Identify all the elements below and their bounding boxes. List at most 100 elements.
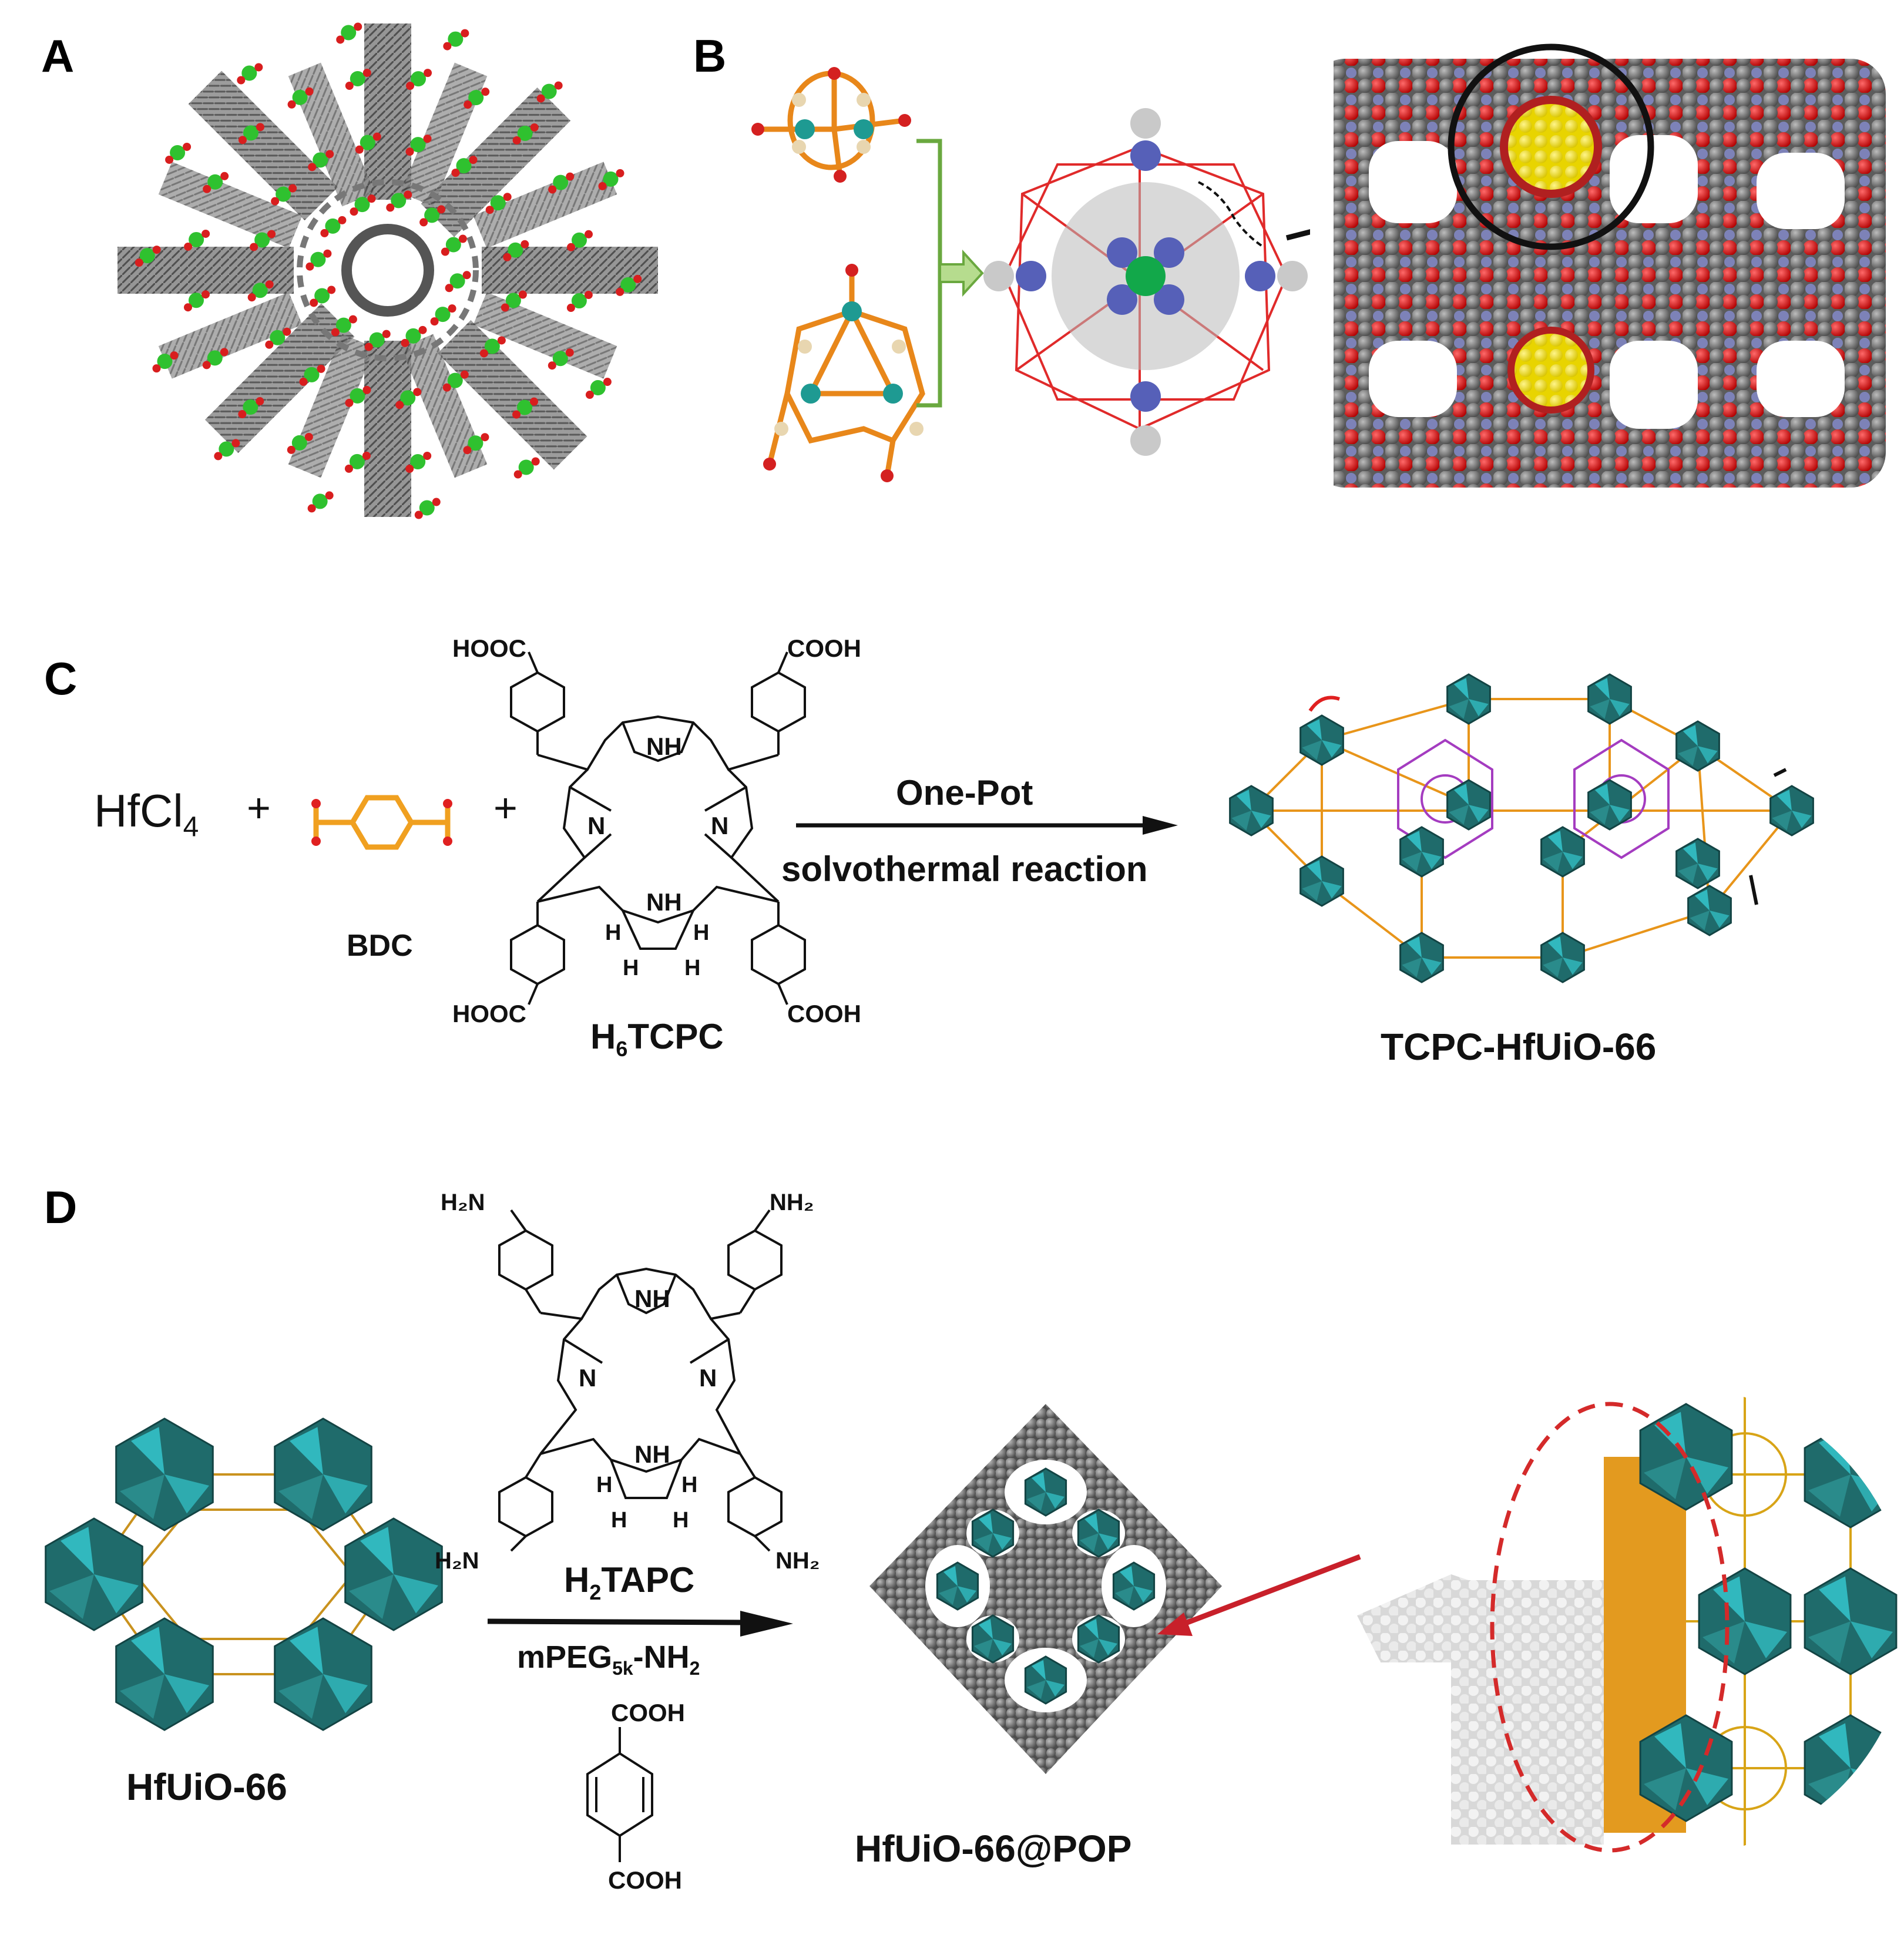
oxygen-atom xyxy=(305,262,314,271)
metal-node-56 xyxy=(419,500,435,516)
panel-b-sbu-clusters xyxy=(751,67,925,482)
metal-node-58 xyxy=(219,441,234,457)
oxygen-atom xyxy=(183,303,192,312)
oxygen-atom xyxy=(355,145,364,154)
tapc-n-left: N xyxy=(579,1364,596,1392)
oxygen-atom xyxy=(362,385,371,394)
metal-node-8 xyxy=(424,207,440,223)
hf-cluster-c-11 xyxy=(1675,720,1720,772)
metal-node-61 xyxy=(170,145,186,160)
metal-node-3 xyxy=(314,288,330,304)
metal-node-47 xyxy=(188,293,204,308)
product-label-d: HfUiO-66@POP xyxy=(855,1828,1132,1870)
tcpc-n-left: N xyxy=(587,812,605,839)
metal-node-27 xyxy=(350,388,365,404)
hf-cluster-pop-7 xyxy=(1077,1614,1120,1664)
hf-cluster-c-10 xyxy=(1540,932,1585,983)
metal-node-51 xyxy=(541,83,557,99)
oxygen-atom xyxy=(367,194,376,203)
oxygen-atom xyxy=(362,68,371,77)
oxygen-atom xyxy=(345,81,354,90)
hf-cluster-pop-0 xyxy=(936,1561,979,1611)
metal-node-22 xyxy=(508,242,523,258)
tcpc-cooh-bottom-right: COOH xyxy=(787,1000,861,1027)
metal-node-41 xyxy=(468,435,483,451)
metal-node-48 xyxy=(241,65,257,81)
tapc-nh-top: NH xyxy=(634,1285,670,1312)
oxygen-atom xyxy=(566,172,575,181)
oxygen-atom xyxy=(184,242,193,251)
tcpc-h-4: H xyxy=(684,956,700,980)
oxygen-atom xyxy=(566,304,575,313)
oxygen-atom xyxy=(308,163,317,172)
tapc-nh-bottom: NH xyxy=(634,1440,670,1468)
metal-node-11 xyxy=(435,307,451,322)
oxygen-atom xyxy=(598,182,607,190)
tcpc-hooc-top-left: HOOC xyxy=(452,634,526,662)
oxygen-atom xyxy=(338,216,347,224)
oxygen-atom xyxy=(430,317,439,326)
metal-node-59 xyxy=(157,354,173,369)
metal-node-28 xyxy=(189,231,204,247)
metal-node-55 xyxy=(518,459,534,475)
metal-node-6 xyxy=(354,197,370,213)
metal-node-10 xyxy=(449,273,465,289)
metal-node-21 xyxy=(490,195,506,211)
oxygen-atom xyxy=(305,87,314,96)
tcpc-h-1: H xyxy=(605,921,621,945)
hf-cluster-d-2 xyxy=(344,1517,443,1631)
hf-cluster-pop-5 xyxy=(1077,1509,1120,1558)
oxygen-atom xyxy=(307,504,316,513)
hfcl4-subscript: 4 xyxy=(183,811,199,843)
h6tcpc-name: TCPC xyxy=(627,1017,724,1056)
metal-node-43 xyxy=(349,453,365,469)
hfuio66-pop-framework xyxy=(869,1404,1222,1774)
oxygen-atom xyxy=(479,349,488,358)
oxygen-atom xyxy=(406,82,415,90)
oxygen-atom xyxy=(220,348,229,357)
oxygen-atom xyxy=(265,280,274,289)
oxygen-atom xyxy=(424,69,432,78)
hfcl4-formula: HfCl4 xyxy=(94,784,199,844)
hfcl4-text: HfCl xyxy=(94,785,183,837)
oxygen-atom xyxy=(152,364,161,373)
oxygen-atom xyxy=(418,325,427,334)
zoom-arrow xyxy=(1157,1554,1361,1636)
hf-cluster-c-1 xyxy=(1299,714,1344,766)
hf-cluster-c-9 xyxy=(1399,932,1444,983)
plus-sign-2: + xyxy=(493,785,518,831)
metal-node-2 xyxy=(335,317,351,333)
metal-node-37 xyxy=(572,232,587,248)
metal-node-24 xyxy=(484,338,500,354)
oxygen-atom xyxy=(530,397,539,406)
metal-node-16 xyxy=(276,186,291,202)
panel-letter-c: C xyxy=(44,653,78,704)
oxygen-atom xyxy=(350,207,358,216)
panel-letter-a: A xyxy=(41,30,75,82)
peg-label: mPEG5k-NH2 xyxy=(517,1639,700,1679)
oxygen-atom xyxy=(372,132,381,141)
hf-cluster-zoom-3 xyxy=(1804,1567,1898,1675)
oxygen-atom xyxy=(464,100,472,109)
oxygen-atom xyxy=(481,433,489,442)
oxygen-atom xyxy=(633,274,642,283)
hfuio66-label: HfUiO-66 xyxy=(126,1766,287,1808)
oxygen-atom xyxy=(231,439,240,448)
hf-cluster-c-6 xyxy=(1587,779,1632,831)
oxygen-atom xyxy=(585,230,593,238)
peg-prefix: mPEG xyxy=(517,1640,613,1675)
metal-node-5 xyxy=(325,218,341,234)
tapc-nh2-top-left: H₂N xyxy=(441,1190,485,1215)
oxygen-atom xyxy=(451,169,460,177)
tcpc-hfuio66-network xyxy=(1229,673,1814,983)
oxygen-atom xyxy=(310,298,318,307)
hf-cluster-c-5 xyxy=(1587,673,1632,725)
zoomed-interface-view xyxy=(1357,1386,1904,1856)
oxygen-atom xyxy=(513,470,522,479)
oxygen-atom xyxy=(165,155,174,164)
tapc-nh2-bottom-left: H₂N xyxy=(435,1548,479,1574)
metal-node-18 xyxy=(360,135,375,150)
h2tapc-subscript: 2 xyxy=(589,1580,602,1604)
tapc-nh2-top-right: NH₂ xyxy=(770,1190,814,1215)
oxygen-atom xyxy=(327,285,336,294)
